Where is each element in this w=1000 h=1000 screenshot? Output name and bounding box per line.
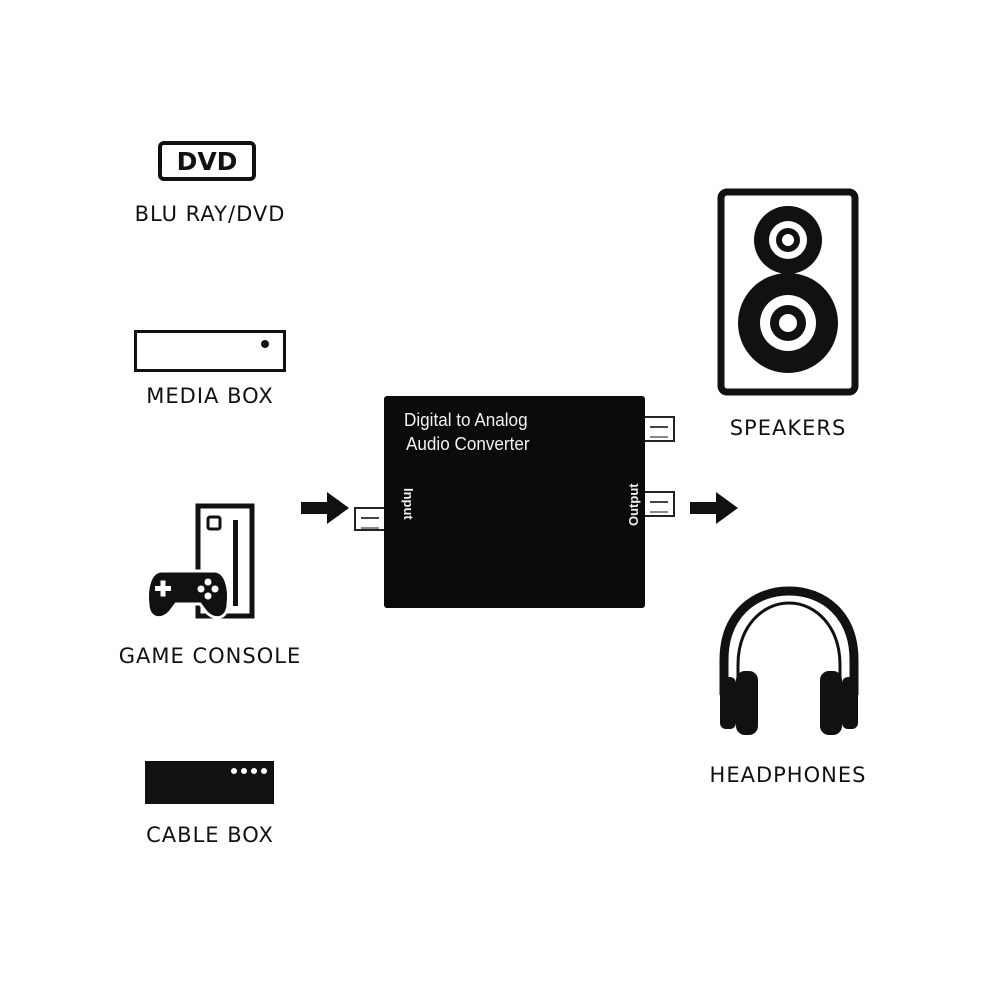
optical-input-jack [354,507,386,531]
output-port-label: Output [626,483,641,526]
converter-box: Digital to Analog Audio Converter Input … [384,396,645,608]
game-console-icon [146,503,255,620]
input-port-label: Input [401,488,416,520]
output-arrow-icon [690,492,738,524]
audio-output-jack-bottom [643,491,675,517]
headphones-icon [719,586,859,735]
media-box-label: MEDIA BOX [146,384,274,408]
audio-output-jack-top [643,416,675,442]
cable-box-icon [145,761,274,804]
speaker-icon [717,188,859,396]
game-console-label: GAME CONSOLE [118,644,302,668]
converter-title-line1: Digital to Analog [404,410,528,430]
blu-ray-dvd-label: BLU RAY/DVD [134,202,286,226]
input-arrow-icon [301,492,349,524]
media-box-icon [134,330,286,372]
dvd-badge-text: DVD [176,146,238,176]
converter-title-line2: Audio Converter [406,434,530,454]
dvd-icon: DVD [158,141,256,181]
speakers-label: SPEAKERS [729,416,847,440]
headphones-label: HEADPHONES [709,763,867,787]
cable-box-label: CABLE BOX [146,823,274,847]
